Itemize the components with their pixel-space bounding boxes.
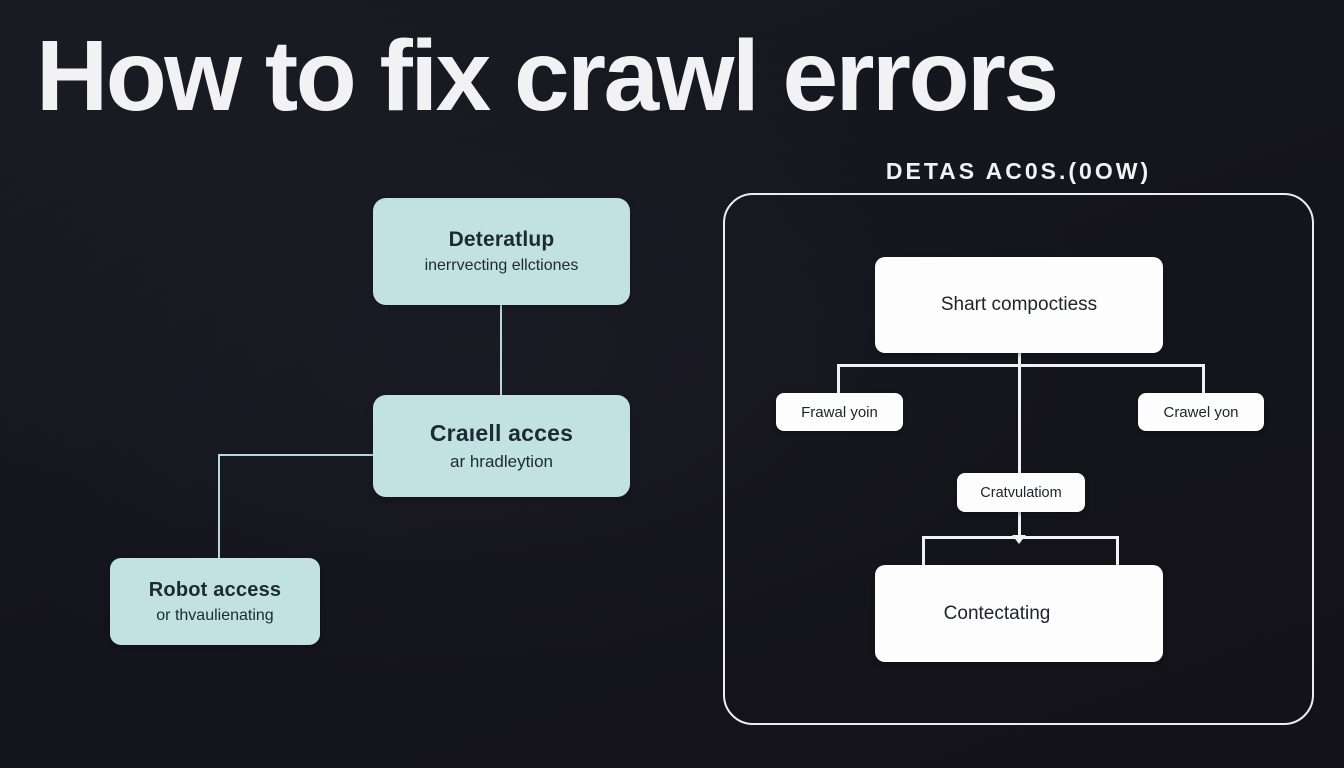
node-title: Robot access (148, 578, 282, 601)
node-label: Crawel yon (1163, 403, 1239, 421)
flow-node-shart-compoctiess: Shart compoctiess (875, 257, 1163, 353)
panel-border (723, 193, 1314, 725)
node-subtitle: or thvaulienating (156, 606, 274, 624)
node-label: Shart compoctiess (940, 294, 1098, 315)
node-title: Craıell acces (429, 420, 574, 446)
flow-node-frawal-yoin: Frawal yoin (776, 393, 903, 431)
connector-left-elbow-horizontal (218, 454, 374, 456)
node-title: Deteratlup (448, 228, 555, 251)
node-label: Frawal yoin (801, 403, 878, 421)
connector-right-center-vertical (1018, 352, 1021, 474)
node-subtitle: ar hradleytion (449, 452, 553, 471)
node-label: Cratvulatiom (980, 484, 1062, 501)
node-label: Contectating (943, 602, 1051, 624)
connector-right-drop-right (1202, 364, 1205, 394)
connector-right-bottom-drop-left (922, 536, 925, 566)
connector-right-mid-vertical (1018, 511, 1021, 538)
panel-heading: DETAS AC0S.(0OW) (885, 158, 1152, 184)
flow-node-robot-access: Robot access or thvaulienating (110, 558, 320, 645)
node-subtitle: inerrvecting ellctiones (424, 257, 579, 274)
connector-right-drop-left (837, 364, 840, 394)
flow-node-deteratlup: Deteratlup inerrvecting ellctiones (373, 198, 630, 305)
connector-left-vertical-1 (500, 304, 502, 396)
flow-node-contectating: Contectating (875, 565, 1163, 662)
flow-node-craiell-acces: Craıell acces ar hradleytion (373, 395, 630, 497)
flow-node-cratvulatiom: Cratvulatiom (957, 473, 1085, 512)
connector-right-top-horizontal (837, 364, 1205, 367)
flow-node-crawel-yon: Crawel yon (1138, 393, 1264, 431)
connector-right-bottom-drop-right (1116, 536, 1119, 566)
arrowhead-down-icon (1012, 535, 1026, 544)
page-title: How to fix crawl errors (36, 20, 1059, 132)
connector-left-elbow-vertical (218, 454, 220, 559)
